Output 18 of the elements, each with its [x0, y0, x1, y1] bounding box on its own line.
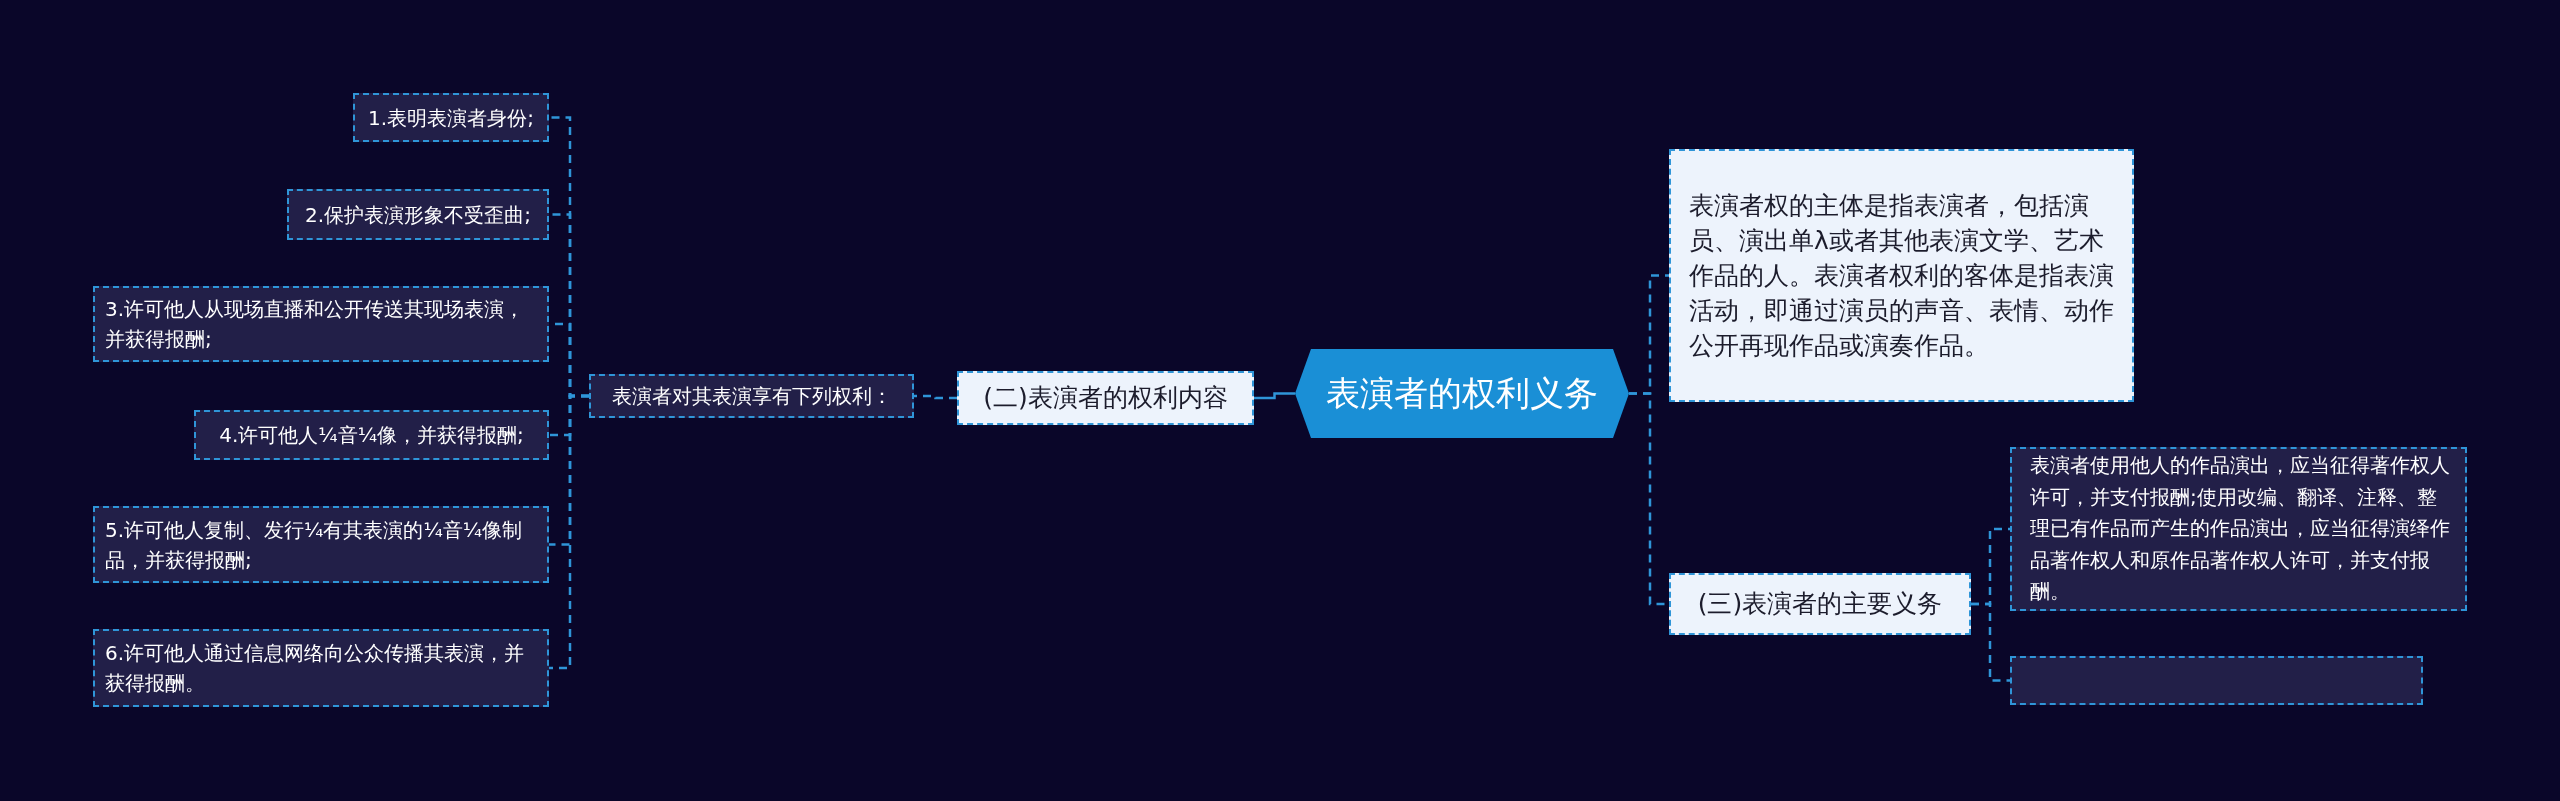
- subtopic-box: 3.许可他人从现场直播和公开传送其现场表演，并获得报酬;: [93, 286, 549, 362]
- subtopic-box: 6.许可他人通过信息网络向公众传播其表演，并获得报酬。: [93, 629, 549, 707]
- subtopic-box: 4.许可他人¼音¼像，并获得报酬;: [194, 410, 549, 460]
- topic-box: 表演者权的主体是指表演者，包括演员、演出单λ或者其他表演文学、艺术作品的人。表演者权利的客体是指表演活动，即通过演员的声音、表情、动作公开再现作品或演奏作品。: [1669, 149, 2134, 402]
- connector-line: [1254, 392, 1295, 400]
- topic-box: (三)表演者的主要义务: [1669, 573, 1971, 635]
- subtopic-box: 1.表明表演者身份;: [353, 93, 549, 142]
- subtopic-box: 5.许可他人复制、发行¼有其表演的¼音¼像制品，并获得报酬;: [93, 506, 549, 583]
- subtopic-box: 表演者使用他人的作品演出，应当征得著作权人许可，并支付报酬;使用改编、翻译、注释、整理已有作品而产生的作品演出，应当征得演绎作品著作权人和原作品著作权人许可，并支付报酬。: [2010, 447, 2467, 611]
- connector-line: [549, 394, 589, 670]
- topic-hexagon: [1295, 349, 1629, 438]
- connector-line: [1971, 602, 2010, 682]
- topic-title: 表演者的权利义务: [1326, 372, 1598, 416]
- topic-box: (二)表演者的权利内容: [957, 371, 1254, 425]
- empty-box: [2010, 656, 2423, 705]
- subtopic-box: 2.保护表演形象不受歪曲;: [287, 189, 549, 240]
- subtopic-box: 表演者对其表演享有下列权利：: [589, 374, 914, 418]
- connector-line: [914, 394, 957, 400]
